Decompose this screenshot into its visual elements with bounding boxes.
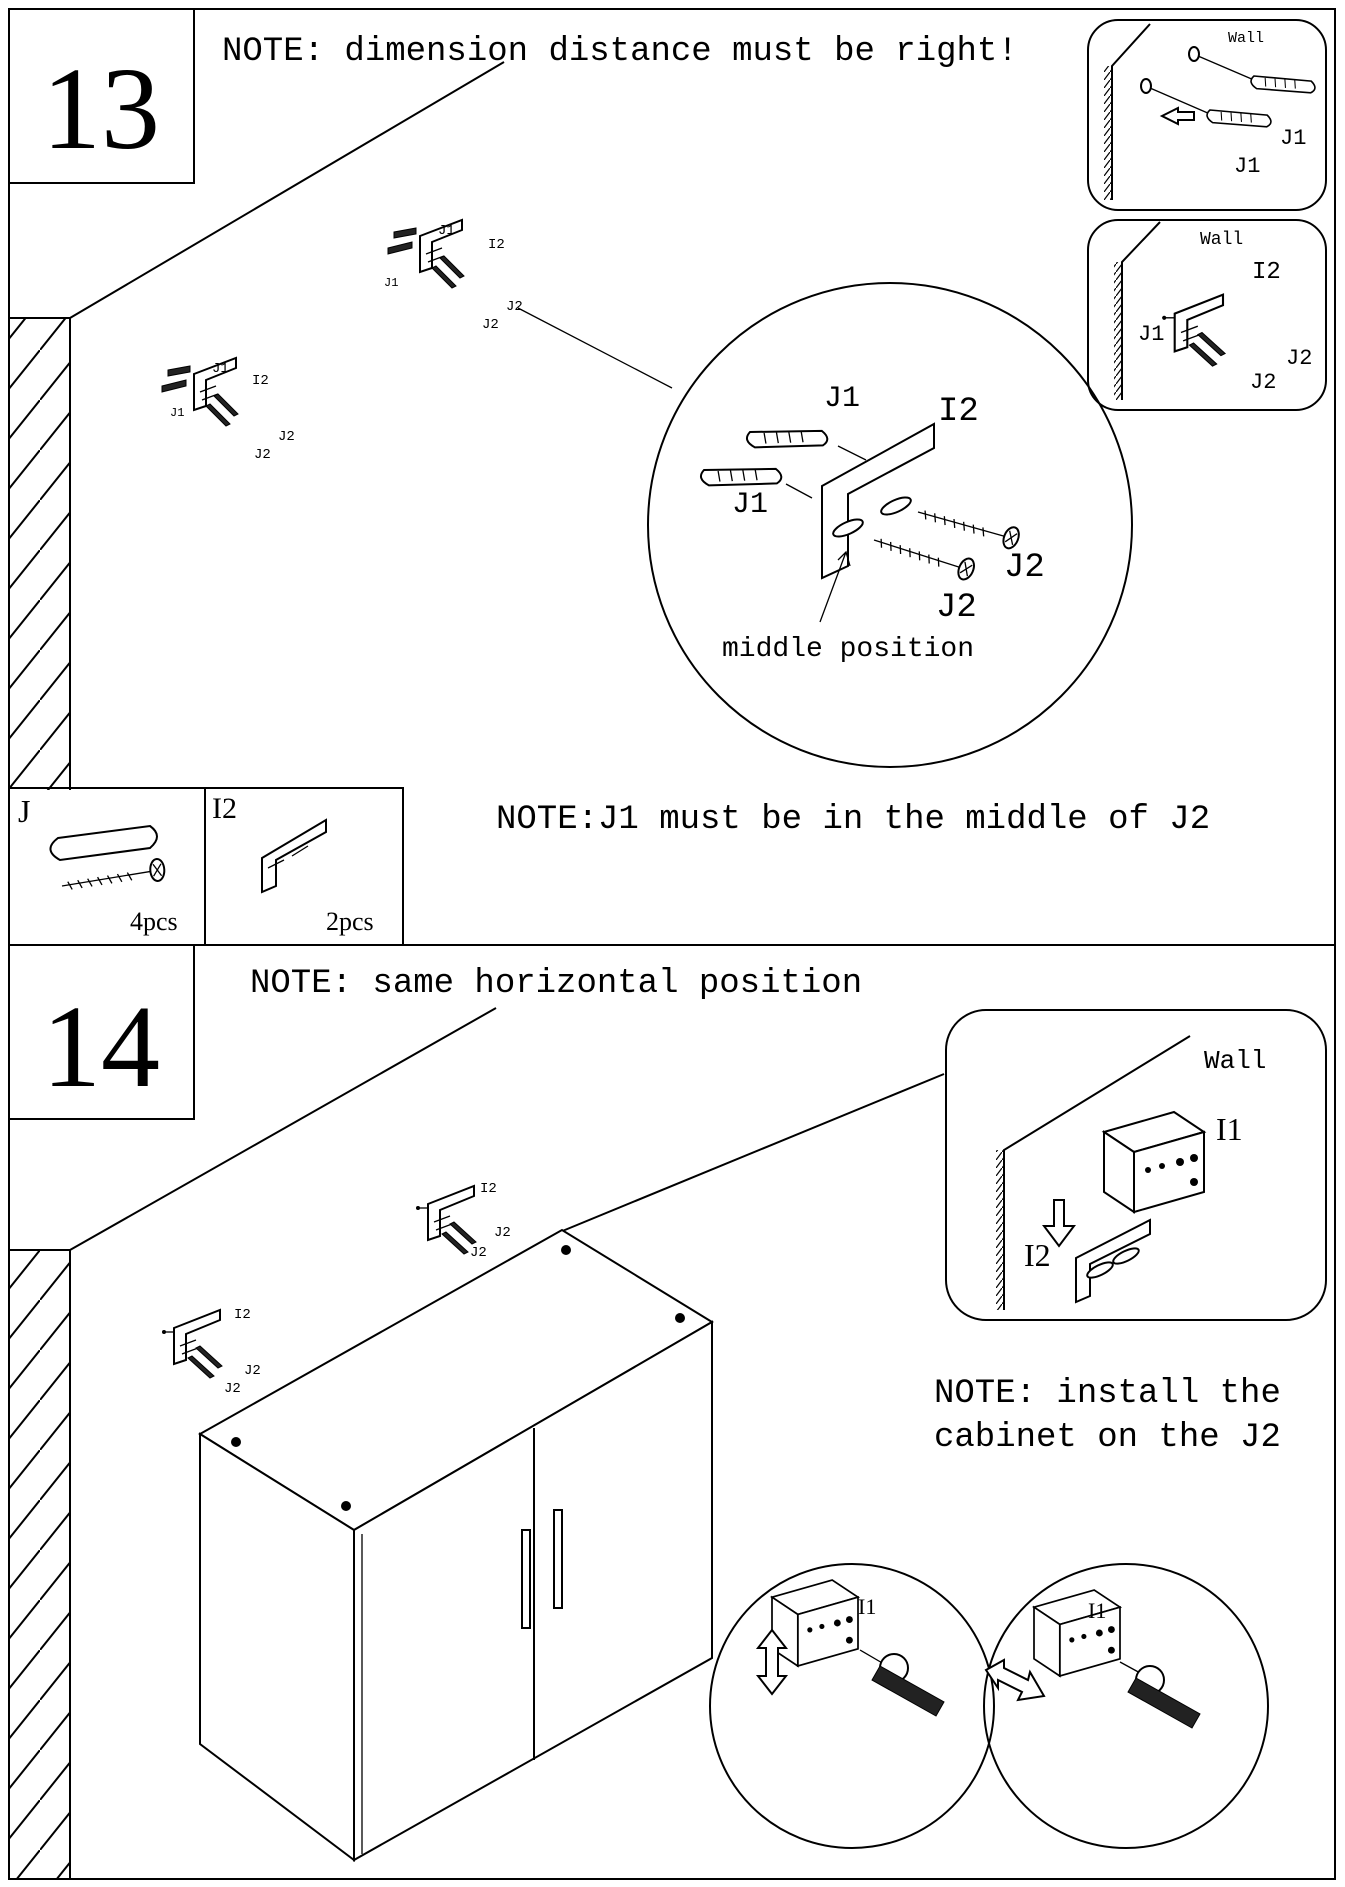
- screwdriver: [1127, 1677, 1201, 1729]
- inset-plug-into-wall: Wall J1 J1: [1087, 19, 1327, 211]
- middle-position-label: middle position: [722, 634, 974, 665]
- svg-text:J1: J1: [732, 488, 768, 522]
- step-13: 13 NOTE: dimension distance must be righ…: [8, 8, 1327, 946]
- callout-leader: [517, 307, 673, 389]
- vertical-arrow: [755, 1628, 789, 1696]
- svg-text:J2: J2: [482, 317, 499, 333]
- bracket-assembly-left: I2 J2 J2: [161, 1307, 261, 1397]
- part-name-i2: I2: [212, 792, 237, 825]
- step-number-box: [8, 8, 195, 184]
- svg-text:J2: J2: [470, 1245, 487, 1261]
- detail-circle-middle-position: J1 J1 I2 J2 J2 middle position: [647, 282, 1133, 768]
- svg-text:I2: I2: [1252, 259, 1281, 286]
- svg-text:J2: J2: [494, 1225, 511, 1241]
- part-qty-i2: 2pcs: [326, 907, 374, 936]
- bracket-assembly-right: I2 J2 J2: [415, 1181, 511, 1261]
- svg-text:J1: J1: [1138, 322, 1164, 347]
- detail-horizontal-adjust: I1: [983, 1563, 1269, 1849]
- bracket-i2: [1075, 1218, 1151, 1304]
- svg-text:J2: J2: [1250, 370, 1276, 395]
- horizontal-arrow: [984, 1658, 1046, 1702]
- step-number-box: [8, 944, 195, 1120]
- block-i1: [1103, 1111, 1205, 1213]
- svg-text:I2: I2: [234, 1307, 251, 1323]
- part-qty-j: 4pcs: [130, 907, 178, 936]
- parts-list: J 4pcs I2 2pcs: [8, 787, 404, 946]
- svg-text:J2: J2: [244, 1363, 261, 1379]
- step-number: 14: [42, 981, 160, 1112]
- svg-text:I2: I2: [488, 237, 505, 253]
- side-wall-hatch: [10, 318, 70, 790]
- part-name-j: J: [18, 793, 30, 829]
- svg-text:I2: I2: [938, 393, 979, 431]
- svg-text:J1: J1: [1234, 154, 1260, 179]
- svg-text:Wall: Wall: [1204, 1046, 1266, 1076]
- step-number: 13: [42, 43, 160, 174]
- callout-leader: [559, 1073, 945, 1233]
- svg-text:I1: I1: [1088, 1598, 1106, 1623]
- step-note: NOTE: dimension distance must be right!: [222, 33, 1018, 71]
- svg-text:J2: J2: [1004, 549, 1045, 587]
- inset-bracket-on-wall: Wall I2 J1 J2 J2: [1087, 219, 1327, 411]
- svg-text:I1: I1: [1216, 1111, 1243, 1147]
- svg-text:J1: J1: [824, 382, 860, 416]
- svg-text:I2: I2: [1024, 1237, 1051, 1273]
- bracket-i2-detail: [821, 422, 935, 580]
- svg-text:J1: J1: [1280, 126, 1306, 151]
- svg-text:J2: J2: [224, 1381, 241, 1397]
- side-wall-hatch: [10, 1250, 70, 1878]
- part-j-plug: [49, 824, 158, 862]
- svg-text:Wall: Wall: [1228, 30, 1264, 47]
- svg-text:Wall: Wall: [1200, 230, 1243, 250]
- part-j-screw: [59, 857, 167, 891]
- svg-text:J2: J2: [506, 299, 523, 315]
- side-note-line-1: NOTE: install the: [934, 1375, 1281, 1413]
- svg-text:J1: J1: [212, 361, 229, 377]
- side-note-line-2: cabinet on the J2: [934, 1419, 1281, 1457]
- svg-text:J2: J2: [254, 447, 271, 463]
- svg-text:J1: J1: [170, 406, 184, 420]
- svg-text:J2: J2: [1286, 346, 1312, 371]
- svg-text:J2: J2: [936, 589, 977, 627]
- step-note: NOTE: same horizontal position: [250, 965, 862, 1003]
- door-handle-left: [521, 1529, 531, 1629]
- bracket-assembly-left: J1 J1 I2 J2 J2: [161, 357, 295, 463]
- down-arrow: [1042, 1199, 1076, 1248]
- svg-text:I2: I2: [480, 1181, 497, 1197]
- svg-text:I1: I1: [858, 1594, 876, 1619]
- part-i2-bracket: [261, 818, 327, 894]
- door-handle-right: [553, 1509, 563, 1609]
- screwdriver: [871, 1665, 945, 1717]
- screw-j2-upper: [915, 490, 1023, 556]
- wall-cabinet: [198, 1228, 714, 1863]
- detail-vertical-adjust: I1: [709, 1563, 995, 1849]
- svg-text:I2: I2: [252, 373, 269, 389]
- svg-text:J2: J2: [278, 429, 295, 445]
- svg-text:J1: J1: [384, 276, 398, 290]
- step-14: 14 NOTE: same horizontal position I2 J2 …: [8, 944, 1327, 1879]
- bracket-assembly-right: J1 J1 I2 J2 J2: [384, 219, 523, 333]
- inset-hang-on-bracket: Wall I1 I2: [945, 1009, 1327, 1321]
- screw-j2-lower: [871, 518, 979, 587]
- svg-text:J1: J1: [438, 223, 455, 239]
- middle-note: NOTE:J1 must be in the middle of J2: [496, 801, 1210, 839]
- plug-j1-upper: [744, 414, 830, 463]
